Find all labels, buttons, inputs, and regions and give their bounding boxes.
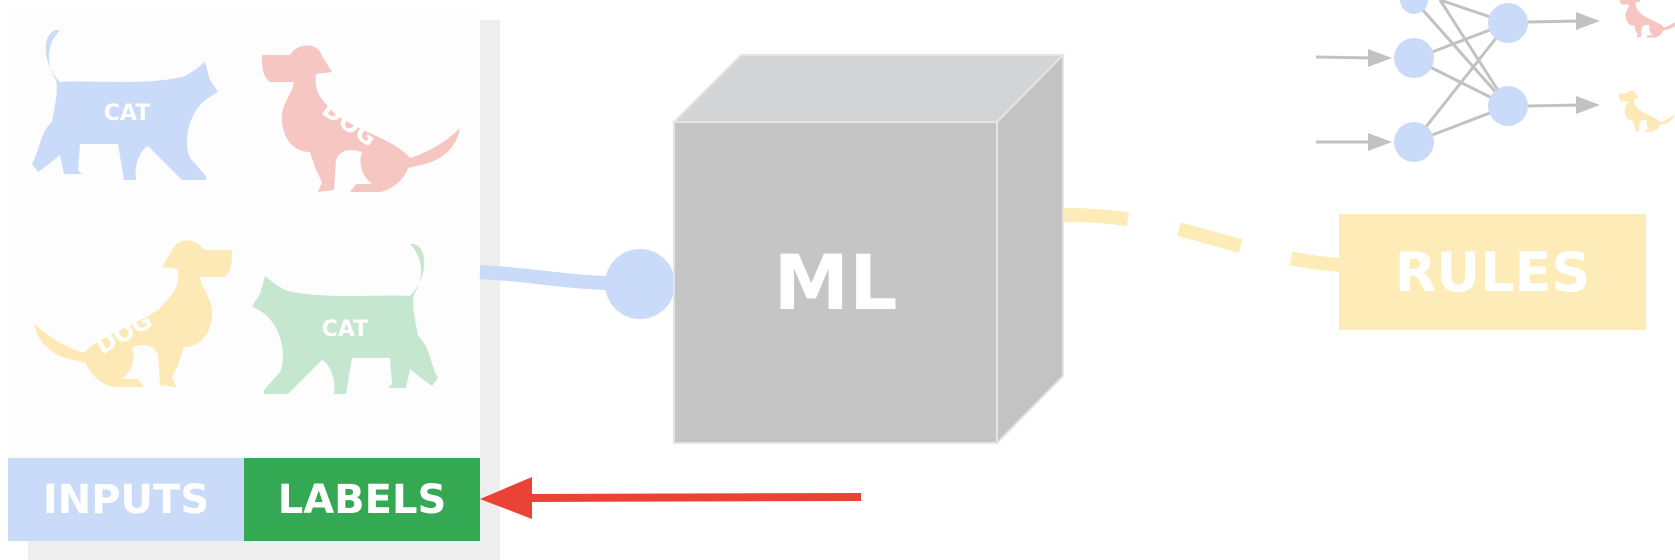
cat-label-2: CAT xyxy=(322,317,368,342)
labels-label: LABELS xyxy=(277,476,447,523)
mini-dog-icon xyxy=(1618,90,1675,132)
inputs-box xyxy=(8,458,244,541)
inputs-label: INPUTS xyxy=(42,476,210,523)
neural-network xyxy=(1315,0,1600,162)
mini-cat-icon xyxy=(1619,0,1675,38)
cat-label-1: CAT xyxy=(104,101,150,126)
labels-box xyxy=(244,458,480,541)
rules-label: RULES xyxy=(1394,240,1591,304)
rules-connector-line xyxy=(1063,207,1341,272)
rules-box xyxy=(1339,214,1646,330)
cat-icon-blue: CAT xyxy=(32,29,218,181)
arrow-line xyxy=(529,493,862,502)
ml-label: ML xyxy=(773,238,898,327)
input-connector-dot xyxy=(605,249,675,319)
arrow-head xyxy=(480,477,532,519)
ml-cube xyxy=(671,52,1066,446)
